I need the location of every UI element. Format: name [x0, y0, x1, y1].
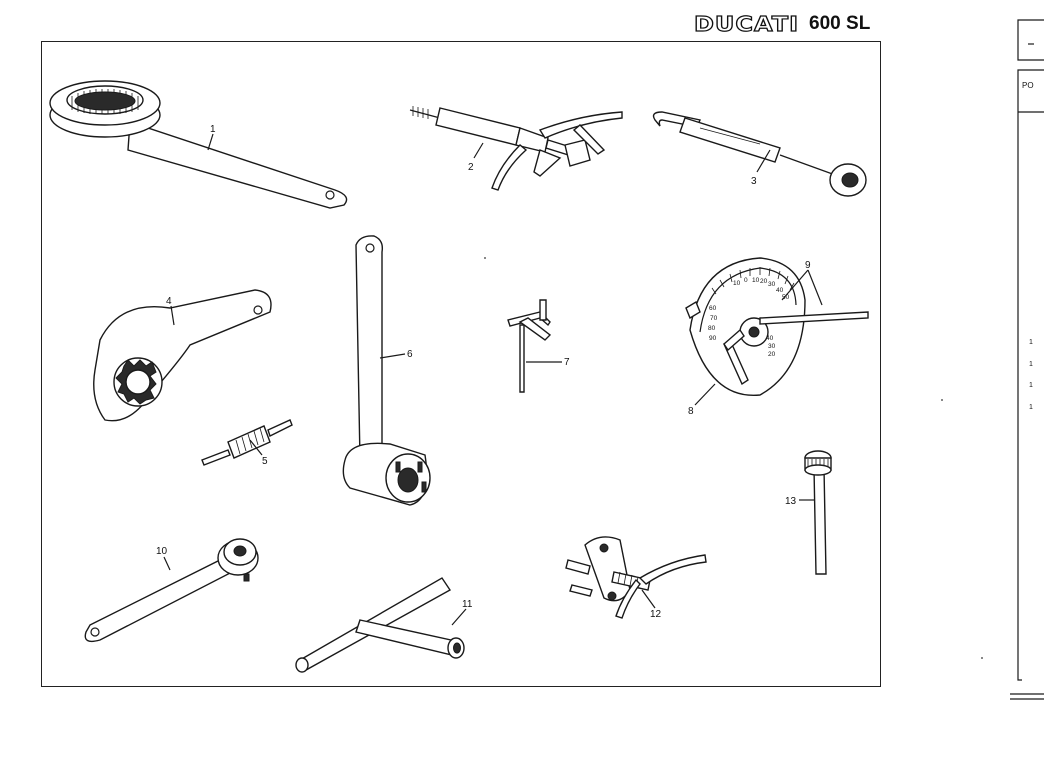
dial-mark: 80	[708, 325, 716, 332]
edge-number: 1	[1029, 361, 1033, 368]
dial-mark: 20	[768, 351, 776, 358]
dial-mark: 20	[760, 278, 768, 285]
callout-13: 13	[785, 496, 797, 507]
tool-4-castle-wrench	[93, 289, 272, 422]
edge-number: 1	[1029, 404, 1033, 411]
dial-mark: 0	[744, 277, 748, 284]
dial-mark: 30	[768, 343, 776, 350]
page-header: DUCATI 600 SL	[693, 8, 871, 40]
dial-mark: 60	[709, 305, 717, 312]
callout-1: 1	[210, 124, 216, 135]
callout-3: 3	[751, 176, 757, 187]
tool-1-ring-wrench	[49, 80, 348, 209]
dial-mark: 50	[782, 294, 790, 301]
dial-mark: 10	[752, 277, 760, 284]
callout-11: 11	[462, 599, 473, 610]
edge-number: 1	[1029, 382, 1033, 389]
speck	[941, 399, 943, 401]
callout-10: 10	[156, 546, 168, 557]
callout-7: 7	[564, 357, 570, 368]
adjacent-page-fragment: PO 1 1 1 1	[1010, 19, 1044, 700]
edge-box-text: PO	[1022, 81, 1034, 90]
callout-9: 9	[805, 260, 811, 271]
callout-4: 4	[166, 296, 172, 307]
tool-8-degree-wheel: 10 0 10 20 30 40 50 60 70 80 90 40 30 20	[685, 257, 806, 396]
speck	[484, 257, 486, 259]
callout-5: 5	[262, 456, 268, 467]
illustration-frame	[41, 41, 881, 687]
dial-mark: 40	[766, 335, 774, 342]
dial-mark: 90	[709, 335, 717, 342]
leader-lines	[163, 133, 823, 626]
tool-7-bent-rod	[507, 299, 552, 393]
callout-8: 8	[688, 406, 694, 417]
dial-mark: 30	[768, 281, 776, 288]
dial-mark: 40	[776, 287, 784, 294]
dial-mark: 70	[710, 315, 718, 322]
callout-labels: 1 2 3 4 5 6 7 8 9 10 11 12 13	[156, 124, 811, 620]
tool-11-t-socket	[295, 577, 465, 673]
callout-2: 2	[468, 162, 474, 173]
callout-6: 6	[407, 349, 413, 360]
tool-9-pointer	[723, 311, 869, 386]
model-name: 600 SL	[809, 13, 871, 34]
tool-13-long-pin	[804, 450, 832, 575]
dial-mark: 10	[733, 280, 741, 287]
speck	[981, 657, 983, 659]
tool-12-plate-tool	[565, 536, 707, 619]
tool-3-puller	[652, 111, 867, 197]
tool-6-pin-spanner	[342, 235, 431, 506]
tool-10-pin-wrench	[84, 538, 259, 643]
tool-5-drift	[201, 419, 293, 466]
edge-number: 1	[1029, 339, 1033, 346]
brand-logo: DUCATI	[693, 12, 800, 37]
callout-12: 12	[650, 609, 662, 620]
tool-2-compressor	[409, 106, 623, 191]
